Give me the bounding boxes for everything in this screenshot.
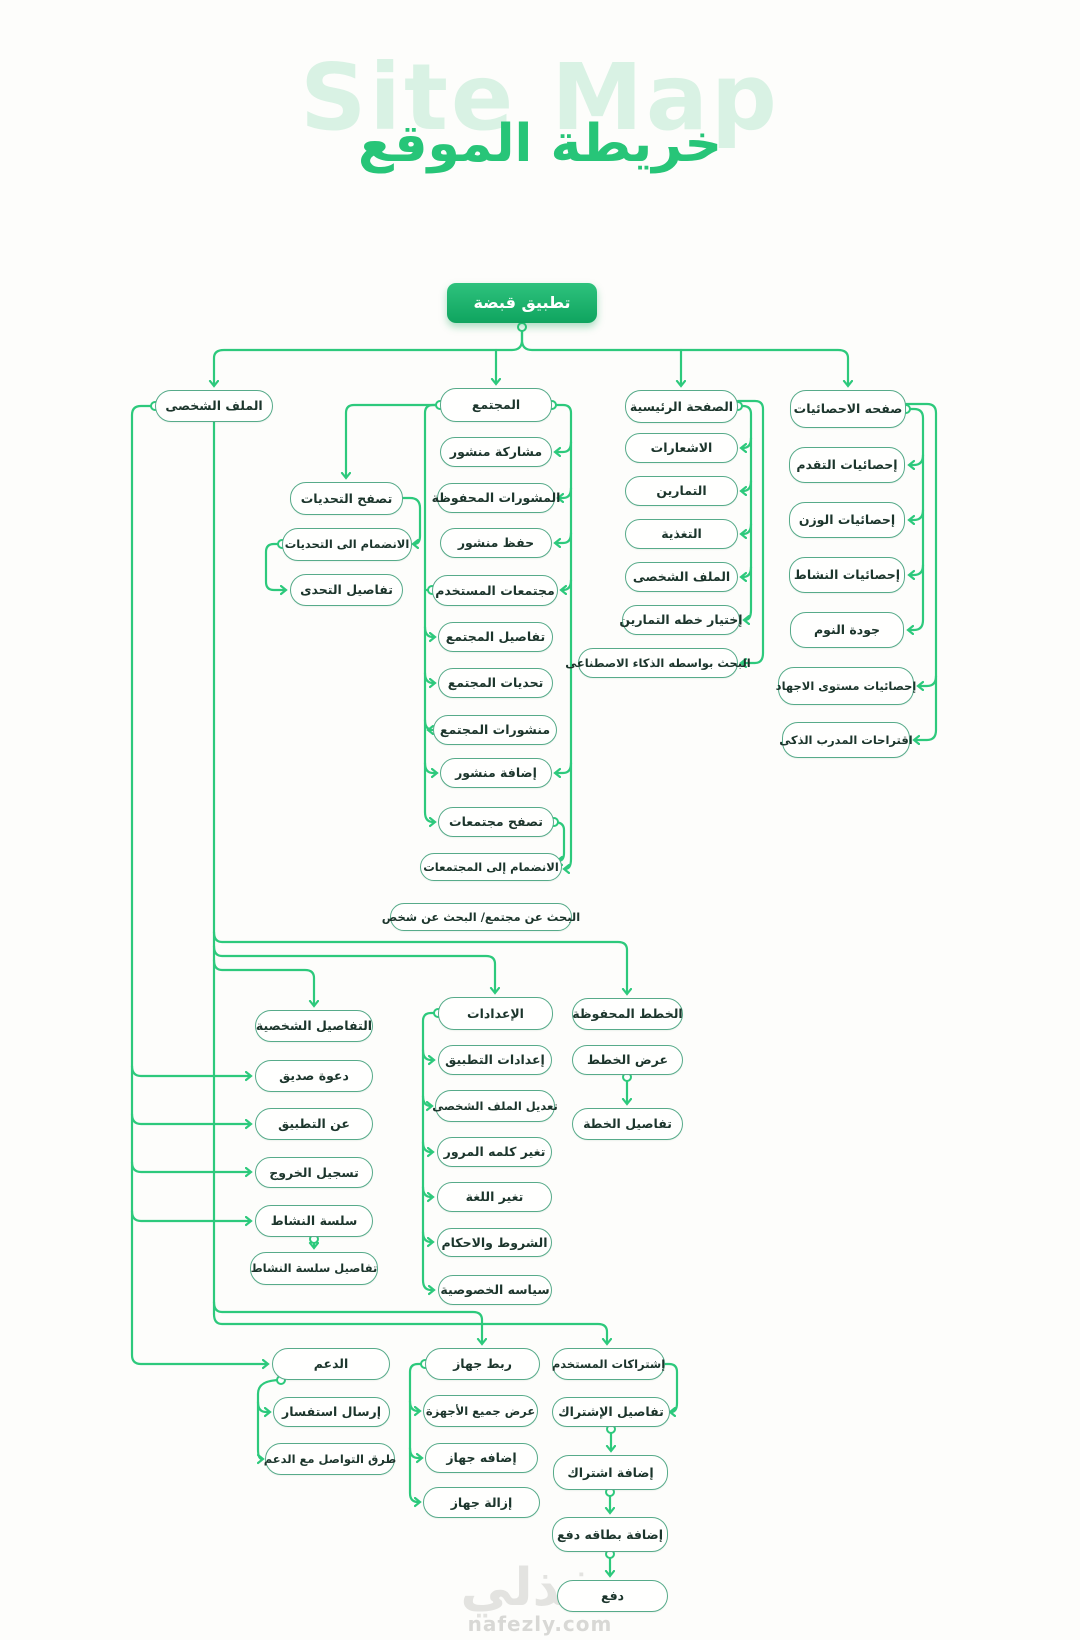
node-join-challenges: الانضمام الى التحديات [282,528,412,561]
node-add-payment-card: إضافة بطاقه دفع [552,1517,668,1552]
node-add-post: إضافة منشور [440,758,552,788]
node-choose-plan: إختيار خطه التمارين [619,605,743,635]
node-subscriptions: إشتراكات المستخدم [552,1348,665,1380]
node-exercises: التمارين [625,476,738,506]
node-community: المجتمع [440,388,552,422]
node-terms: الشروط والاحكام [437,1228,552,1257]
node-browse-challenges: تصفح التحديات [290,482,403,515]
node-community-details: تفاصيل المجتمع [438,622,553,652]
node-search-community-person: البحث عن مجتمع/ البحث عن شخص [382,903,580,931]
node-settings: الإعدادات [438,997,553,1030]
node-user-communities: مجتمعات المستخدم [432,575,558,606]
node-save-post: حفظ منشور [440,528,552,558]
node-send-inquiry: إرسال استفسار [273,1397,390,1427]
node-app-root: تطبيق قبضة [447,283,597,323]
node-link-device: ربط جهاز [425,1348,540,1380]
node-stats: صفحه الاحصائيات [790,390,906,428]
node-personal-details: التفاصيل الشخصية [255,1010,373,1042]
node-contact-support: طرق التواصل مع الدعم [264,1443,396,1475]
node-edit-profile: تعديل الملف الشخصى [432,1090,558,1122]
node-invite-friend: دعوة صديق [255,1060,373,1092]
node-ai-search: البحث بواسطه الذكاء الاصطناعى [565,648,751,678]
node-saved-plans: الخطط المحفوظة [572,998,683,1030]
node-nutrition: التغذية [625,519,738,549]
node-join-communities: الانضمام إلى المجتمعات [420,853,562,881]
node-logout: تسجيل الخروج [255,1157,373,1188]
node-challenge-details: تفاصيل التحدى [290,574,403,606]
sitemap-watermark-text: Site Map [300,44,780,151]
node-streak-details: تفاصيل سلسة النشاط [250,1252,378,1285]
nafezly-site-url: nafezly.com [467,1612,613,1636]
node-sleep-quality: جودة النوم [790,612,904,648]
node-community-posts: منشورات المجتمع [433,715,557,745]
node-stat-progress: إحصائيات التقدم [789,447,905,483]
node-plan-details: تفاصيل الخطة [572,1108,683,1140]
node-about-app: عن التطبيق [255,1108,373,1140]
node-coach-suggestions: اقتراحات المدرب الذكى [779,722,913,758]
node-view-plans: عرض الخطط [572,1045,683,1075]
node-pay: دفع [557,1580,668,1612]
node-support: الدعم [272,1348,390,1380]
node-community-challenges: تحديات المجتمع [438,668,553,698]
nafezly-logo-text: نفذلي [460,1558,620,1618]
node-browse-communities: تصفح مجتمعات [438,807,554,837]
node-change-language: تغير اللغة [437,1182,552,1212]
node-add-subscription: إضافة اشتراك [553,1455,668,1490]
node-view-devices: عرض جميع الأجهزة [423,1395,538,1427]
node-stat-stress: إحصائيات مستوى الاجهاد [776,667,916,705]
node-activity-streak: سلسة النشاط [255,1205,373,1237]
node-remove-device: إزالة جهاز [423,1487,540,1518]
node-app-settings: إعدادات التطبيق [438,1045,552,1075]
node-privacy: سياسه الخصوصية [438,1275,552,1305]
node-subscription-details: تفاصيل الإشتراك [552,1397,670,1427]
node-stat-activity: إحصائيات النشاط [789,557,905,593]
node-home-profile: الملف الشخصى [625,562,738,592]
node-home: الصفحة الرئيسية [625,390,738,423]
page-title: خريطة الموقع [357,114,723,174]
node-profile: الملف الشخصى [155,390,273,422]
node-stat-weight: إحصائيات الوزن [789,502,905,538]
node-saved-posts: المشورات المحفوظة [432,483,560,513]
node-notifications: الاشعارات [625,433,738,463]
node-change-password: تغير كلمه المرور [437,1137,552,1167]
node-share-post: مشاركة منشور [440,437,552,467]
node-add-device: إضافه جهاز [425,1443,538,1473]
